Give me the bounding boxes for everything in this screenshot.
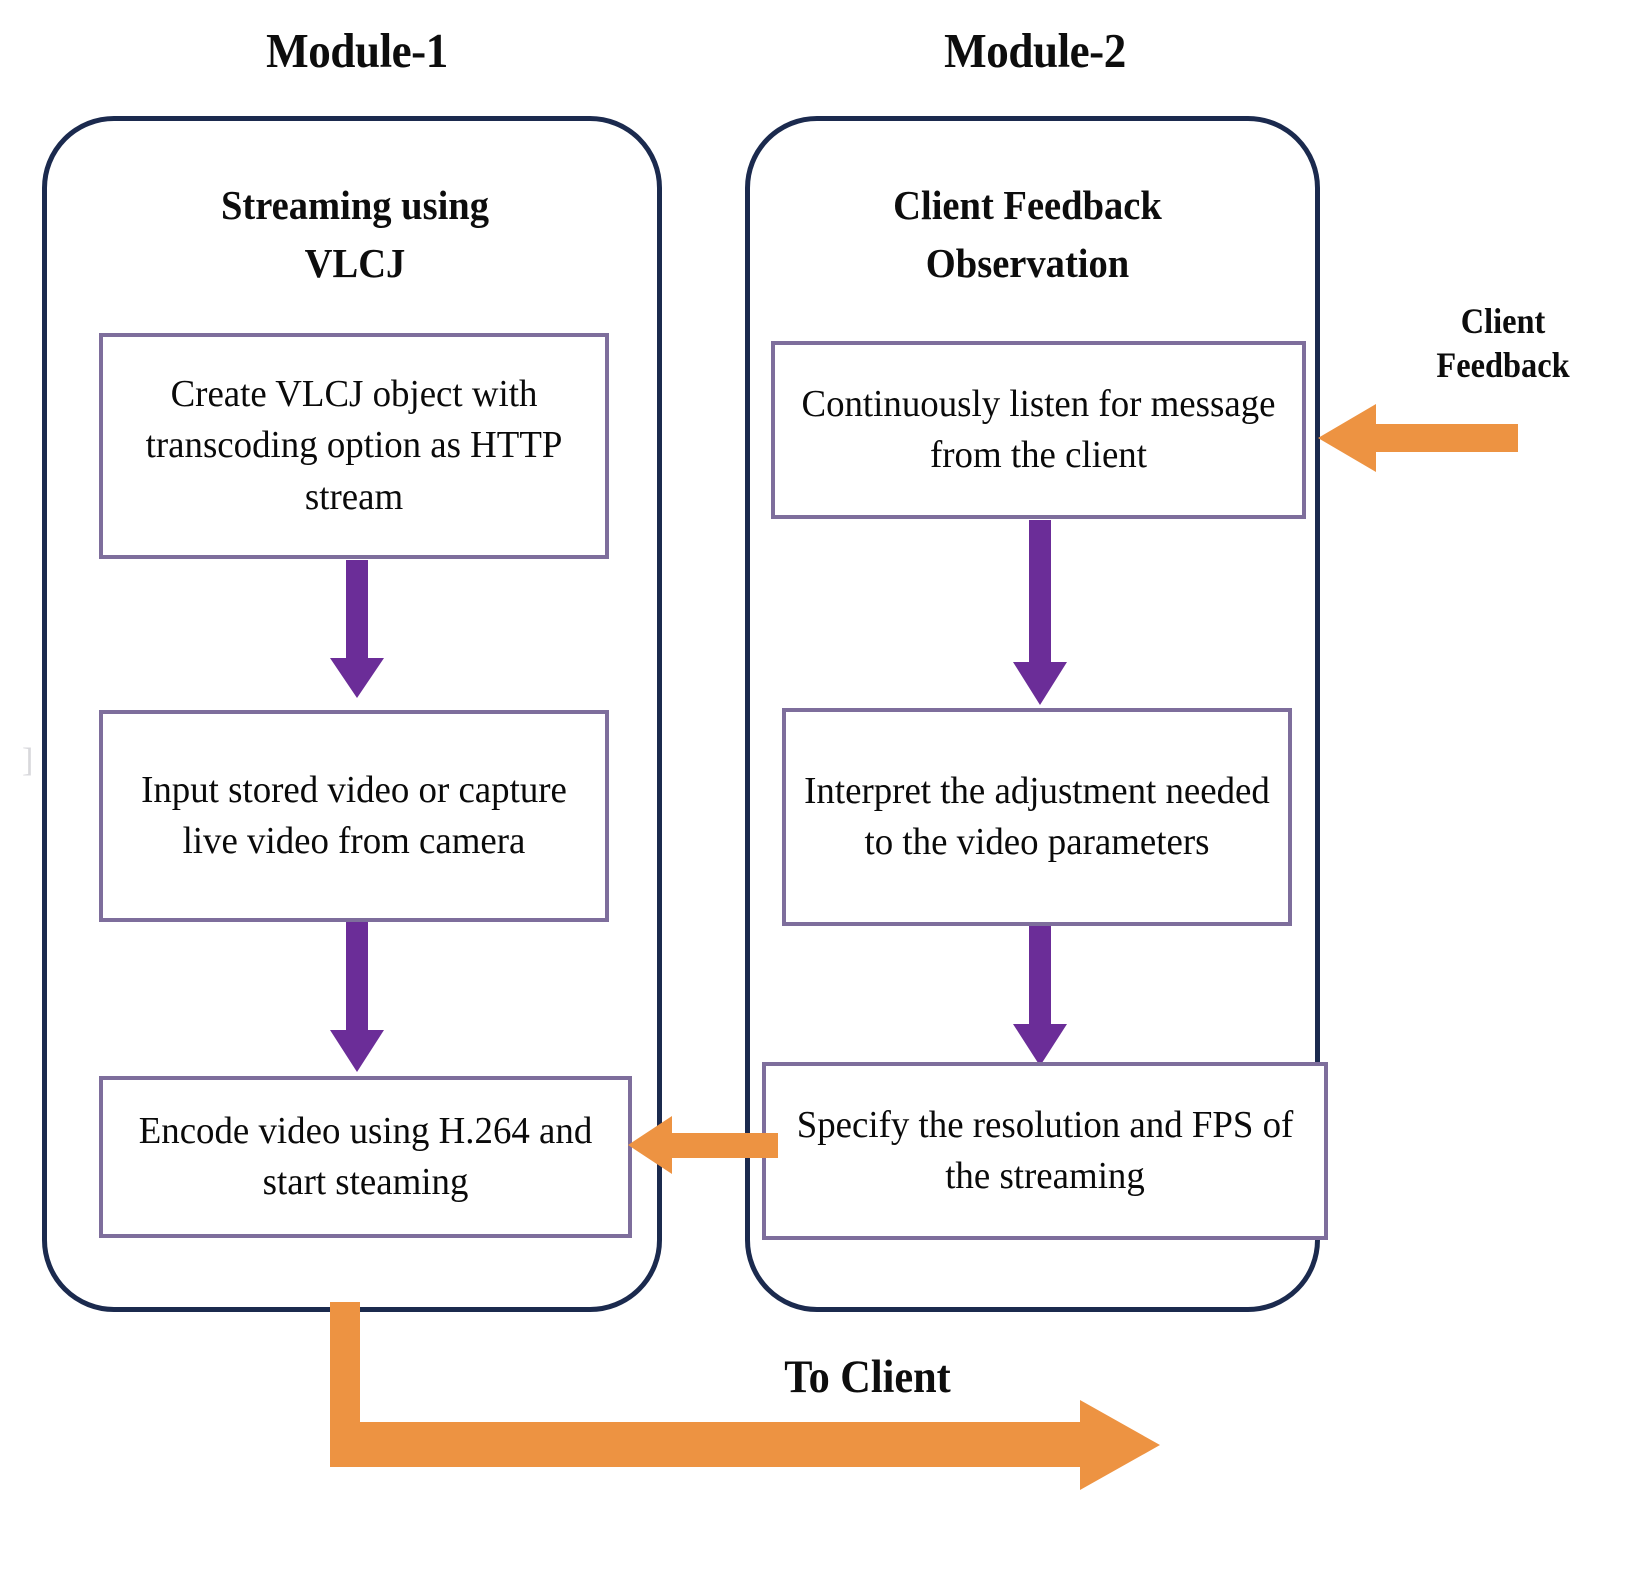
client-feedback-label: Client Feedback [1436, 301, 1570, 385]
to-client-arrow-icon [330, 1302, 1160, 1492]
client-feedback-arrow-icon [1318, 400, 1518, 476]
module-1-step-3-label: Encode video using H.264 and start steam… [138, 1109, 593, 1203]
parameters-feedback-arrow-icon [628, 1112, 778, 1178]
module-1-title: Module-1 [266, 23, 448, 78]
module-1-flow-arrow-2 [322, 922, 392, 1072]
scan-artifact: ] [22, 742, 34, 779]
module-1-heading: Streaming using VLCJ [220, 182, 490, 287]
module-1-flow-arrow-1 [322, 560, 392, 698]
module-2-heading: Client Feedback Observation [893, 182, 1162, 287]
to-client-label: To Client [784, 1351, 951, 1403]
module-2-title: Module-2 [944, 23, 1126, 78]
module-2-step-1-box[interactable]: Continuously listen for message from the… [771, 341, 1306, 519]
module-1-step-1-box[interactable]: Create VLCJ object with transcoding opti… [99, 333, 609, 559]
module-2-step-1-label: Continuously listen for message from the… [801, 382, 1276, 476]
module-1-step-1-label: Create VLCJ object with transcoding opti… [145, 373, 563, 518]
module-2-step-3-label: Specify the resolution and FPS of the st… [796, 1103, 1294, 1197]
module-1-step-3-box[interactable]: Encode video using H.264 and start steam… [99, 1076, 632, 1238]
module-2-flow-arrow-1 [1005, 520, 1075, 705]
module-2-step-3-box[interactable]: Specify the resolution and FPS of the st… [762, 1062, 1328, 1240]
module-1-step-2-box[interactable]: Input stored video or capture live video… [99, 710, 609, 922]
module-2-flow-arrow-2 [1005, 926, 1075, 1066]
module-2-step-2-label: Interpret the adjustment needed to the v… [804, 769, 1270, 863]
module-2-step-2-box[interactable]: Interpret the adjustment needed to the v… [782, 708, 1292, 926]
module-1-step-2-label: Input stored video or capture live video… [141, 768, 567, 862]
module-2-container [745, 116, 1320, 1312]
